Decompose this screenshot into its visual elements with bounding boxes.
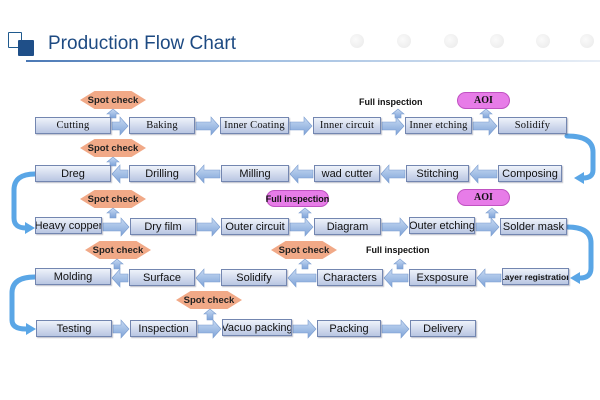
- step-diagram: Diagram: [314, 218, 381, 235]
- connector-row2-to-row3-head: [25, 222, 35, 234]
- flow-arrow-right: [196, 217, 221, 237]
- step-outer-etching: Outer etching: [409, 217, 475, 234]
- step-heavy-copper: Heavy copper: [35, 217, 102, 234]
- step-solder-mask: Solder mask: [500, 218, 567, 235]
- step-solidify: Solidify: [498, 117, 567, 134]
- page-title: Production Flow Chart: [48, 33, 236, 54]
- connector-row2-to-row3: [11, 171, 38, 231]
- step-wad-cutter: wad cutter: [314, 165, 380, 182]
- step-outer-circuit: Outer circuit: [221, 218, 289, 235]
- step-packing: Packing: [317, 320, 381, 337]
- step-molding: Molding: [35, 268, 111, 285]
- flow-arrow-right: [381, 217, 409, 237]
- overlapping-squares-icon: [8, 32, 36, 56]
- step-testing: Testing: [36, 320, 112, 337]
- step-solidify-2: Solidify: [221, 269, 287, 286]
- flow-arrow-right: [381, 116, 405, 136]
- connector-row1-to-row2-head: [574, 172, 584, 184]
- flow-arrow-left: [289, 164, 314, 184]
- connector-row4-to-row5-head: [26, 323, 36, 335]
- step-inner-circuit: Inner circuit: [313, 117, 381, 134]
- spot-check-badge: Spot check: [80, 91, 146, 109]
- inspection-arrow: [298, 207, 312, 219]
- step-inspection: Inspection: [130, 320, 197, 337]
- inspection-arrow: [203, 308, 217, 321]
- step-dry-film: Dry film: [130, 218, 196, 235]
- step-delivery: Delivery: [410, 320, 476, 337]
- flow-arrow-right: [472, 116, 498, 136]
- flow-arrow-right: [112, 319, 130, 339]
- step-inner-coating: Inner Coating: [220, 117, 289, 134]
- flow-arrow-left: [287, 268, 317, 288]
- flow-arrow-right: [475, 217, 500, 237]
- inspection-arrow: [391, 108, 405, 119]
- step-exsposure: Exsposure: [409, 269, 476, 286]
- inspection-arrow: [106, 156, 120, 167]
- decorative-dot: [536, 34, 550, 48]
- inspection-arrow: [110, 258, 124, 270]
- spot-check-badge: Spot check: [80, 139, 146, 157]
- title-bar: Production Flow Chart: [0, 0, 600, 64]
- step-stitching: Stitching: [406, 165, 469, 182]
- flow-arrow-left: [111, 268, 129, 288]
- flow-arrow-left: [111, 164, 129, 184]
- decorative-dot: [397, 34, 411, 48]
- step-inner-etching: Inner etching: [405, 117, 472, 134]
- step-dreg: Dreg: [35, 165, 111, 182]
- flow-arrow-right: [289, 217, 314, 237]
- full-inspection-badge: Full inspection: [266, 190, 329, 207]
- full-inspection-note: Full inspection: [359, 97, 423, 107]
- inspection-arrow: [393, 258, 407, 270]
- flow-arrow-left: [476, 268, 502, 288]
- spot-check-badge: Spot check: [271, 241, 337, 259]
- step-baking: Baking: [129, 117, 195, 134]
- spot-check-badge: Spot check: [80, 190, 146, 208]
- step-composing: Composing: [498, 165, 562, 182]
- spot-check-badge: Spot check: [85, 241, 151, 259]
- connector-row3-to-row4-head: [570, 272, 580, 284]
- decorative-dot: [444, 34, 458, 48]
- step-vacuo-packing: Vacuo packing: [222, 319, 292, 336]
- flow-arrow-right: [197, 319, 222, 339]
- connector-row3-to-row4: [564, 224, 594, 281]
- title-divider: [26, 60, 600, 62]
- step-layer-registration: Layer registration: [502, 268, 569, 285]
- decorative-dot: [350, 34, 364, 48]
- flow-arrow-right: [289, 116, 313, 136]
- flow-arrow-right: [292, 319, 317, 339]
- step-milling: Milling: [221, 165, 289, 182]
- flow-arrow-left: [383, 268, 409, 288]
- connector-row4-to-row5: [9, 274, 38, 332]
- full-inspection-note: Full inspection: [366, 245, 430, 255]
- inspection-arrow: [106, 108, 120, 119]
- step-characters: Characters: [317, 269, 383, 286]
- flow-arrow-right: [195, 116, 220, 136]
- connector-row1-to-row2: [564, 133, 596, 181]
- flow-arrow-right: [381, 319, 410, 339]
- flow-arrow-left: [380, 164, 406, 184]
- step-drilling: Drilling: [129, 165, 195, 182]
- inspection-arrow: [106, 207, 120, 219]
- inspection-arrow: [485, 207, 499, 219]
- decorative-dot: [580, 34, 594, 48]
- inspection-arrow: [479, 108, 493, 119]
- spot-check-badge: Spot check: [176, 291, 242, 309]
- flow-arrow-right: [111, 116, 129, 136]
- decorative-dot: [490, 34, 504, 48]
- aoi-badge: AOI: [457, 92, 510, 109]
- step-surface: Surface: [129, 269, 195, 286]
- step-cutting: Cutting: [35, 117, 111, 134]
- aoi-badge: AOI: [457, 189, 510, 206]
- flow-arrow-left: [195, 268, 221, 288]
- flow-arrow-left: [195, 164, 221, 184]
- inspection-arrow: [298, 258, 312, 270]
- flow-arrow-left: [469, 164, 498, 184]
- flow-arrow-right: [102, 217, 130, 237]
